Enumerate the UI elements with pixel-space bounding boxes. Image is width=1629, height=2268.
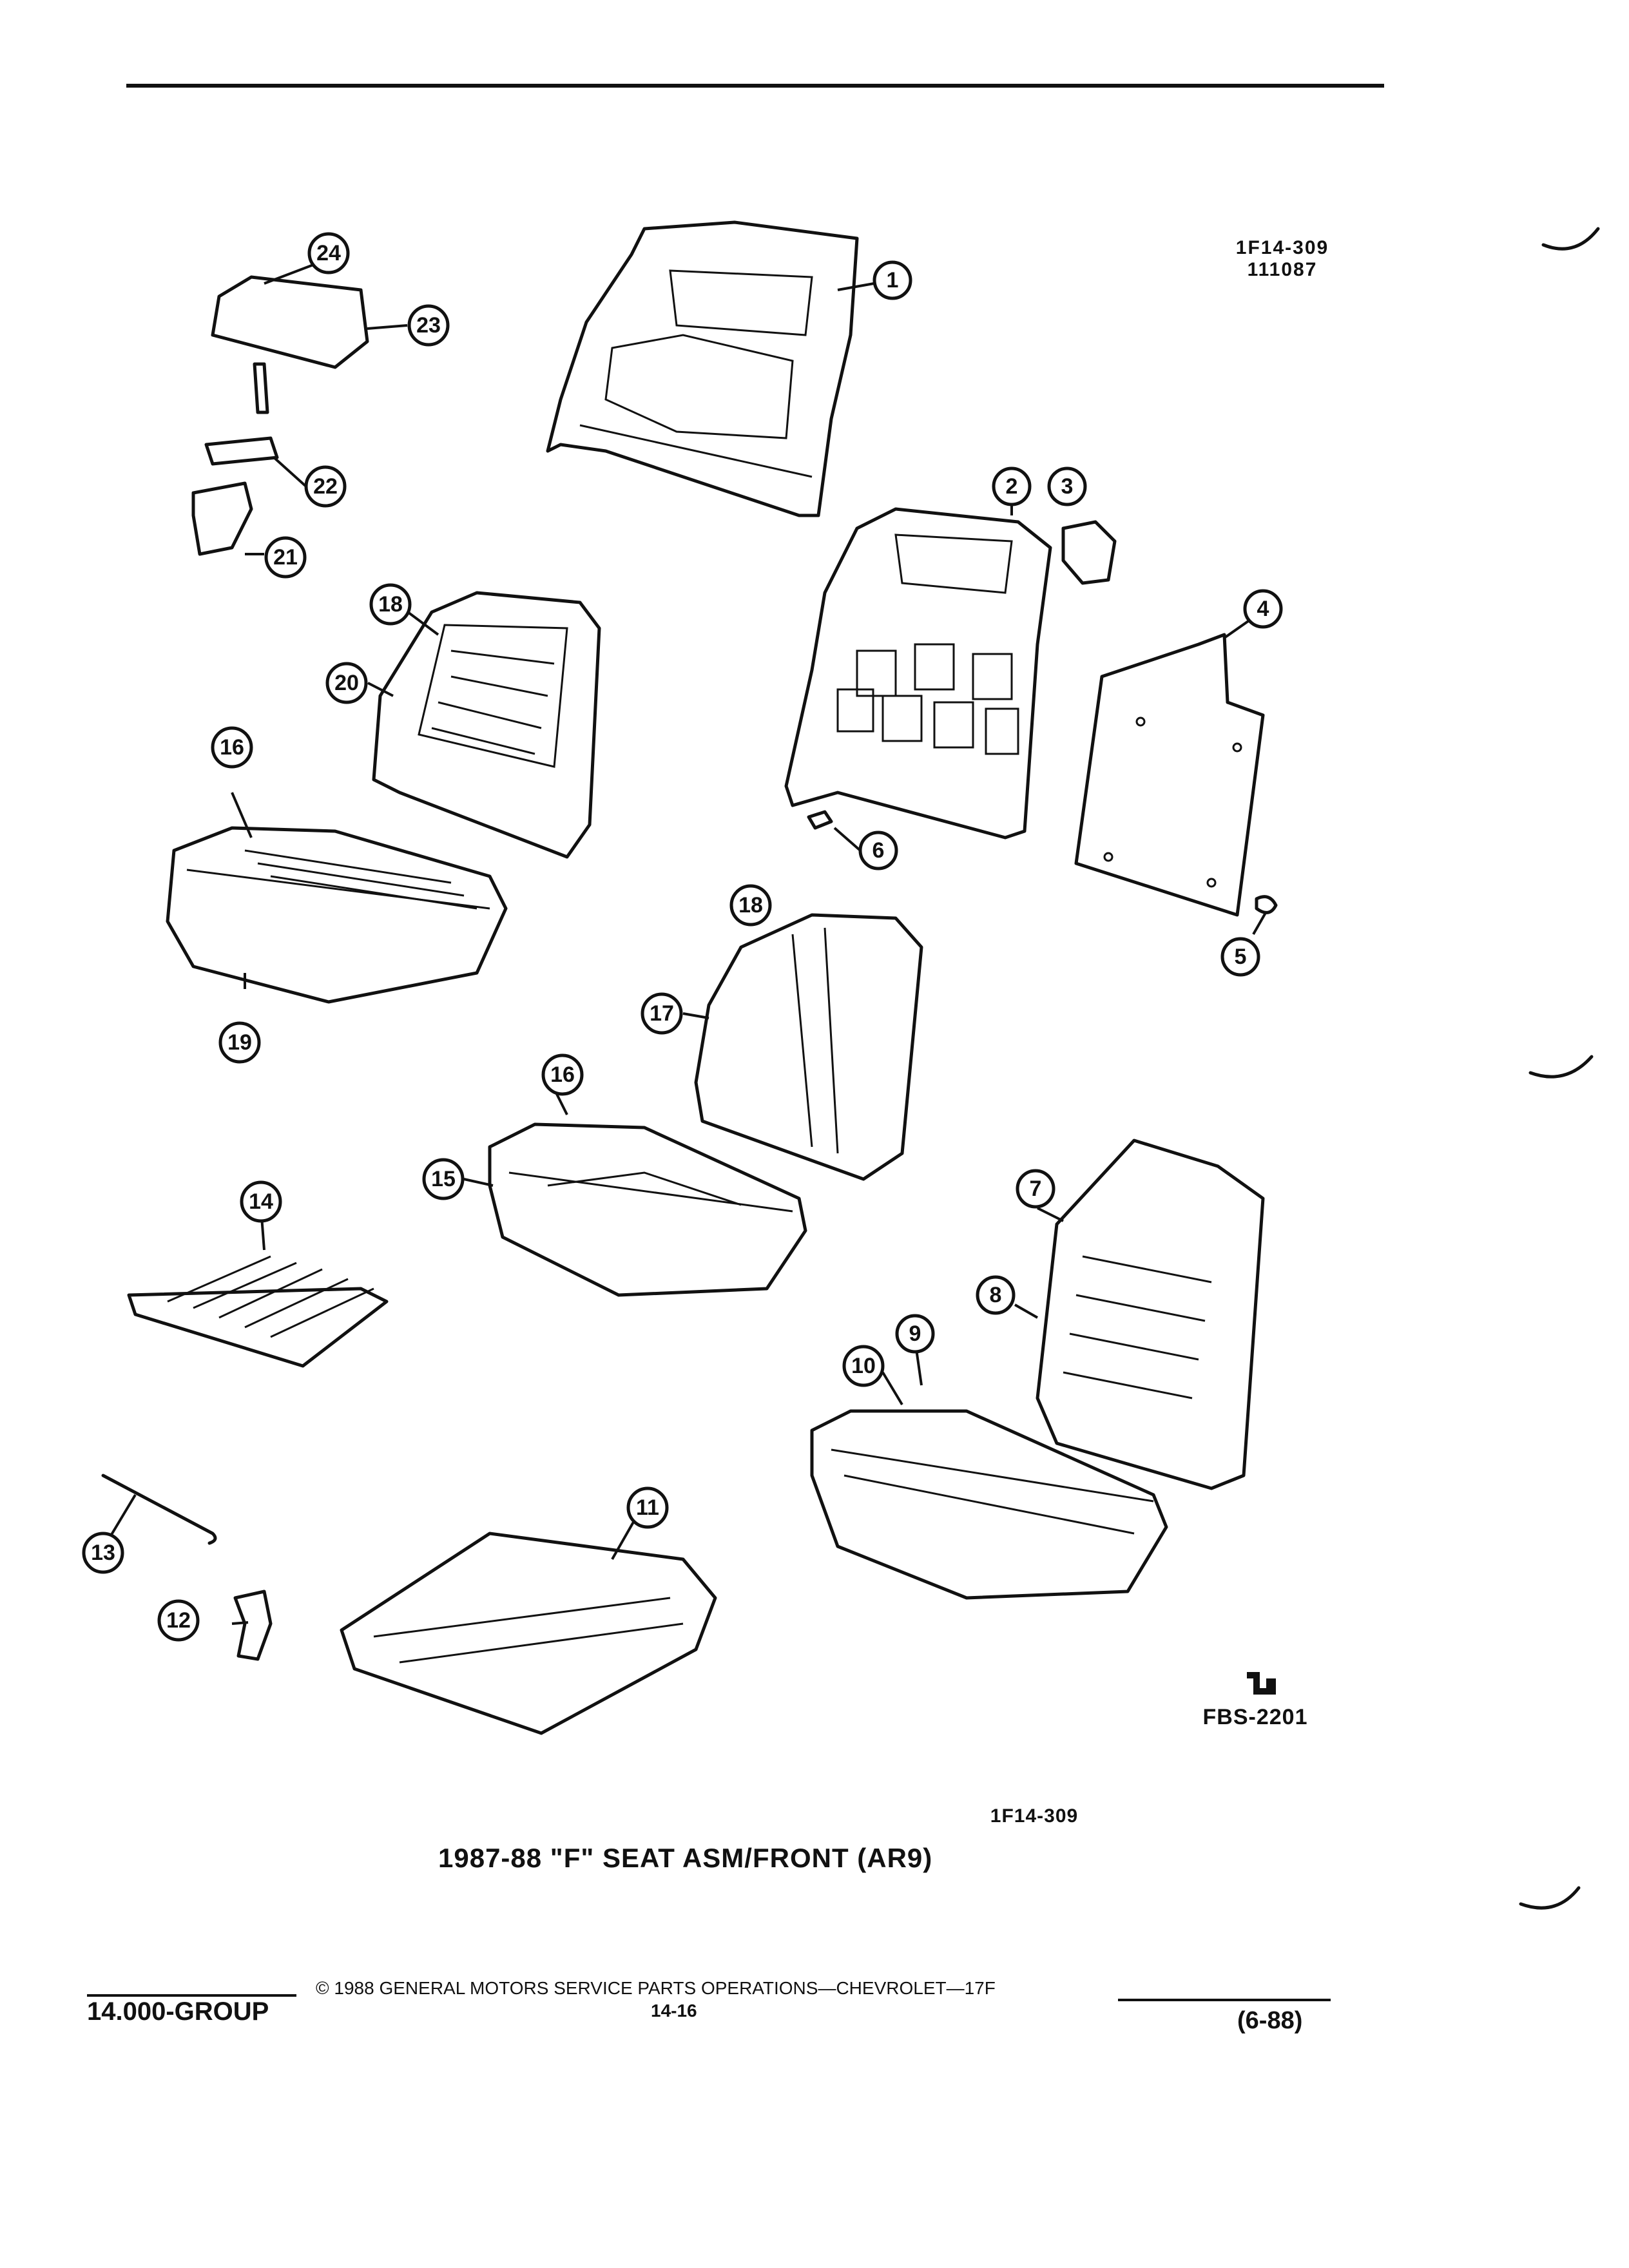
illustration-ref: 1F14-309	[990, 1805, 1079, 1827]
leader-lines	[105, 256, 1268, 1625]
reference-code-date: 111087	[1247, 259, 1318, 280]
footer-rule-right	[1118, 1999, 1331, 2001]
svg-text:22: 22	[313, 474, 338, 499]
callout-23: 23	[407, 304, 450, 347]
callout-2: 2	[992, 466, 1032, 506]
svg-text:17: 17	[650, 1001, 674, 1026]
callout-8: 8	[976, 1275, 1016, 1315]
svg-text:7: 7	[1030, 1177, 1042, 1201]
callout-10: 10	[842, 1345, 885, 1387]
callout-9: 9	[895, 1314, 935, 1354]
callout-18-upper: 18	[369, 583, 412, 626]
callout-6: 6	[858, 831, 898, 870]
callout-12: 12	[157, 1599, 200, 1642]
seat-back-assembly-7	[1036, 1139, 1265, 1490]
page-title: 1987-88 "F" SEAT ASM/FRONT (AR9)	[438, 1843, 933, 1873]
svg-text:18: 18	[378, 592, 403, 617]
callout-7: 7	[1016, 1169, 1055, 1209]
svg-text:3: 3	[1061, 474, 1074, 499]
svg-text:12: 12	[166, 1608, 191, 1633]
callout-13: 13	[82, 1532, 124, 1574]
svg-text:23: 23	[416, 313, 441, 338]
svg-text:18: 18	[738, 893, 763, 918]
svg-text:20: 20	[334, 671, 359, 695]
top-rule	[126, 84, 1384, 88]
footer-edition: (6-88)	[1237, 2007, 1303, 2034]
binder-mark-middle	[1528, 1055, 1594, 1079]
callout-1: 1	[872, 260, 912, 300]
svg-text:13: 13	[91, 1541, 115, 1565]
callout-17: 17	[641, 992, 683, 1035]
svg-text:14: 14	[249, 1189, 273, 1214]
headrest-assembly	[191, 275, 369, 556]
svg-text:15: 15	[431, 1167, 456, 1191]
svg-text:21: 21	[273, 545, 298, 570]
seat-cushion-cover-15	[488, 1122, 807, 1297]
callout-14: 14	[240, 1180, 282, 1223]
footer-page-number: 14-16	[651, 2001, 697, 2021]
svg-text:16: 16	[550, 1062, 575, 1087]
svg-text:16: 16	[220, 735, 244, 760]
callout-5: 5	[1220, 937, 1260, 977]
svg-text:8: 8	[990, 1283, 1002, 1307]
callout-16-middle: 16	[541, 1053, 584, 1096]
seat-cushion-cover-19	[166, 826, 508, 1004]
svg-text:9: 9	[909, 1321, 921, 1346]
reference-code: 1F14-309 111087	[1199, 237, 1366, 281]
svg-text:10: 10	[851, 1354, 876, 1378]
seat-cushion-assembly-9	[810, 1409, 1168, 1600]
footer-rule-left	[87, 1994, 296, 1997]
binder-mark-top	[1541, 227, 1600, 251]
callout-24: 24	[307, 232, 350, 274]
hinge-bracket	[1061, 520, 1117, 585]
seat-back-cover-20	[372, 591, 601, 859]
svg-text:5: 5	[1235, 945, 1247, 969]
seat-springs	[127, 1255, 389, 1368]
retainer-clip	[1255, 895, 1278, 914]
binder-mark-bottom	[1519, 1886, 1581, 1910]
svg-text:11: 11	[636, 1495, 659, 1520]
svg-text:24: 24	[316, 241, 341, 265]
support-rod	[101, 1474, 217, 1545]
footer-group: 14.000-GROUP	[87, 1997, 269, 2026]
callout-22: 22	[304, 465, 347, 508]
gm-parts-logo	[1247, 1672, 1276, 1695]
seat-back-inner-frame	[784, 507, 1052, 840]
callout-18-middle: 18	[729, 884, 772, 927]
seat-adjuster-frame	[340, 1532, 717, 1735]
callout-19: 19	[218, 1021, 261, 1064]
seat-back-frame	[546, 220, 859, 517]
svg-text:2: 2	[1006, 474, 1018, 499]
callout-16-upper: 16	[211, 726, 253, 769]
callout-15: 15	[422, 1158, 465, 1200]
callout-3: 3	[1047, 466, 1087, 506]
callout-20: 20	[325, 662, 368, 704]
callout-11: 11	[626, 1486, 669, 1529]
svg-text:4: 4	[1257, 597, 1269, 621]
callout-21: 21	[264, 536, 307, 579]
seat-back-panel	[1074, 633, 1265, 917]
callout-4: 4	[1243, 589, 1283, 629]
footer-copyright: © 1988 GENERAL MOTORS SERVICE PARTS OPER…	[316, 1978, 996, 1998]
reference-code-number: 1F14-309	[1235, 237, 1329, 258]
seat-back-cover-17	[694, 913, 923, 1181]
svg-text:1: 1	[887, 268, 899, 293]
push-in-fastener	[807, 810, 833, 830]
svg-text:6: 6	[872, 838, 885, 863]
logo-code: FBS-2201	[1202, 1705, 1308, 1729]
seat-clip-bracket	[233, 1590, 273, 1661]
svg-text:19: 19	[227, 1030, 252, 1055]
